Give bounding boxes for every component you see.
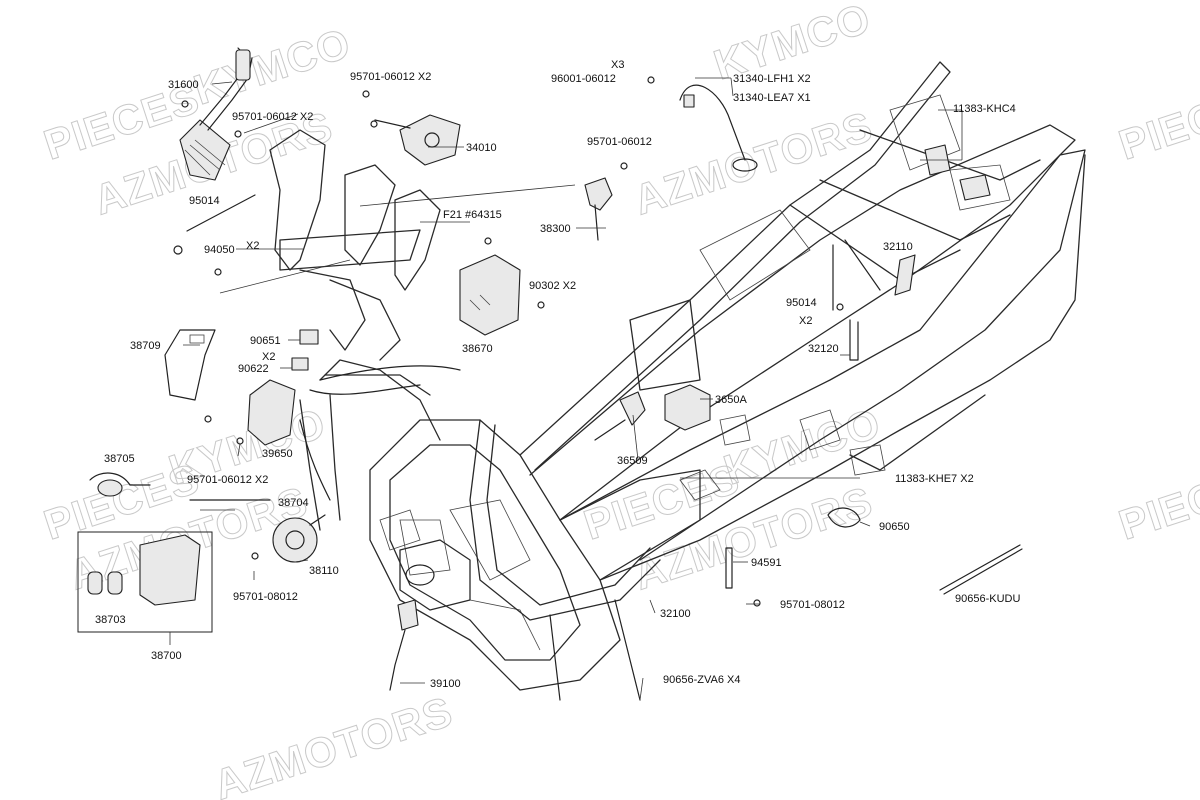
part-39100 xyxy=(389,599,419,691)
label-95014-right: 95014 xyxy=(786,297,817,309)
label-38703: 38703 xyxy=(95,614,126,626)
clamp-90650 xyxy=(827,507,861,528)
label-95701-08012-right: 95701-08012 xyxy=(780,599,845,611)
label-34010: 34010 xyxy=(466,142,497,154)
sensor-38300 xyxy=(584,177,613,241)
label-3650a: 3650A xyxy=(715,394,747,406)
bracket-32110 xyxy=(844,239,916,296)
part-94591 xyxy=(725,547,733,589)
label-32100: 32100 xyxy=(660,608,691,620)
label-36509: 36509 xyxy=(617,455,648,467)
relay-38670 xyxy=(459,254,521,336)
label-95701-06012: 95701-06012 xyxy=(587,136,652,148)
label-39100: 39100 xyxy=(430,678,461,690)
label-38670: 38670 xyxy=(462,343,493,355)
label-11383-khc4: 11383-KHC4 xyxy=(953,103,1016,115)
label-90656-zva6-x4: 90656-ZVA6 X4 xyxy=(663,674,740,686)
fasteners xyxy=(173,76,844,607)
connectors-90651-90622 xyxy=(291,329,319,371)
label-95014-left: 95014 xyxy=(189,195,220,207)
label-31600: 31600 xyxy=(168,79,199,91)
label-38704: 38704 xyxy=(278,497,309,509)
front-bracket xyxy=(269,129,441,361)
box-38700 xyxy=(77,531,213,633)
cable-31340 xyxy=(679,84,758,172)
label-x2-90622: X2 xyxy=(262,351,275,363)
label-38110: 38110 xyxy=(309,565,339,577)
label-38709: 38709 xyxy=(130,340,161,352)
main-frame xyxy=(299,61,1086,691)
part-labels: 31600 95701-06012 X2 95701-06012 X2 3401… xyxy=(95,59,1020,690)
label-90622: 90622 xyxy=(238,363,269,375)
label-90650: 90650 xyxy=(879,521,910,533)
label-31340-lfh1: 31340-LFH1 X2 xyxy=(733,73,811,85)
label-90651: 90651 xyxy=(250,335,281,347)
regulator-31600 xyxy=(179,47,253,181)
label-32120: 32120 xyxy=(808,343,839,355)
relay-3650a xyxy=(664,384,711,431)
label-31340-lea7: 31340-LEA7 X1 xyxy=(733,92,811,104)
part-36509 xyxy=(594,391,646,441)
label-94050: 94050 xyxy=(204,244,235,256)
label-f21-64315: F21 #64315 xyxy=(443,209,502,221)
tie-90656-kudu xyxy=(939,544,1023,595)
bracket-32120 xyxy=(832,244,859,361)
leader-lines xyxy=(169,77,963,701)
watermark: AZMOTORS xyxy=(628,102,878,223)
part-38705 xyxy=(89,472,151,497)
label-94591: 94591 xyxy=(751,557,782,569)
label-39650: 39650 xyxy=(262,448,293,460)
watermark: KYMCO xyxy=(188,19,356,114)
label-38705: 38705 xyxy=(104,453,135,465)
label-95701-06012-x2-top: 95701-06012 X2 xyxy=(350,71,431,83)
label-90302-x2: 90302 X2 xyxy=(529,280,576,292)
label-96001-06012: 96001-06012 xyxy=(551,73,616,85)
label-38300: 38300 xyxy=(540,223,571,235)
switch-34010 xyxy=(374,114,461,166)
ties-90656-zva6 xyxy=(549,599,641,701)
label-x2-95014: X2 xyxy=(799,315,812,327)
watermark: PIECES xyxy=(1113,454,1200,548)
label-x3: X3 xyxy=(611,59,624,71)
label-95701-06012-x2-left: 95701-06012 X2 xyxy=(232,111,313,123)
label-38700: 38700 xyxy=(151,650,182,662)
label-95701-06012-x2-bottom: 95701-06012 X2 xyxy=(187,474,268,486)
ecu-39650 xyxy=(247,379,296,446)
watermark: AZMOTORS xyxy=(208,687,458,800)
label-x2-94050: X2 xyxy=(246,240,259,252)
wiring-loom xyxy=(299,365,461,501)
bracket-38709 xyxy=(164,329,216,401)
watermark-layer: PIECES KYMCO AZMOTORS KYMCO AZMOTORS PIE… xyxy=(38,0,1200,800)
label-90656-kudu: 90656-KUDU xyxy=(955,593,1020,605)
watermark: PIECES xyxy=(1113,74,1200,168)
label-32110: 32110 xyxy=(883,241,913,253)
label-95701-08012-left: 95701-08012 xyxy=(233,591,298,603)
label-11383-khe7-x2: 11383-KHE7 X2 xyxy=(895,473,974,485)
